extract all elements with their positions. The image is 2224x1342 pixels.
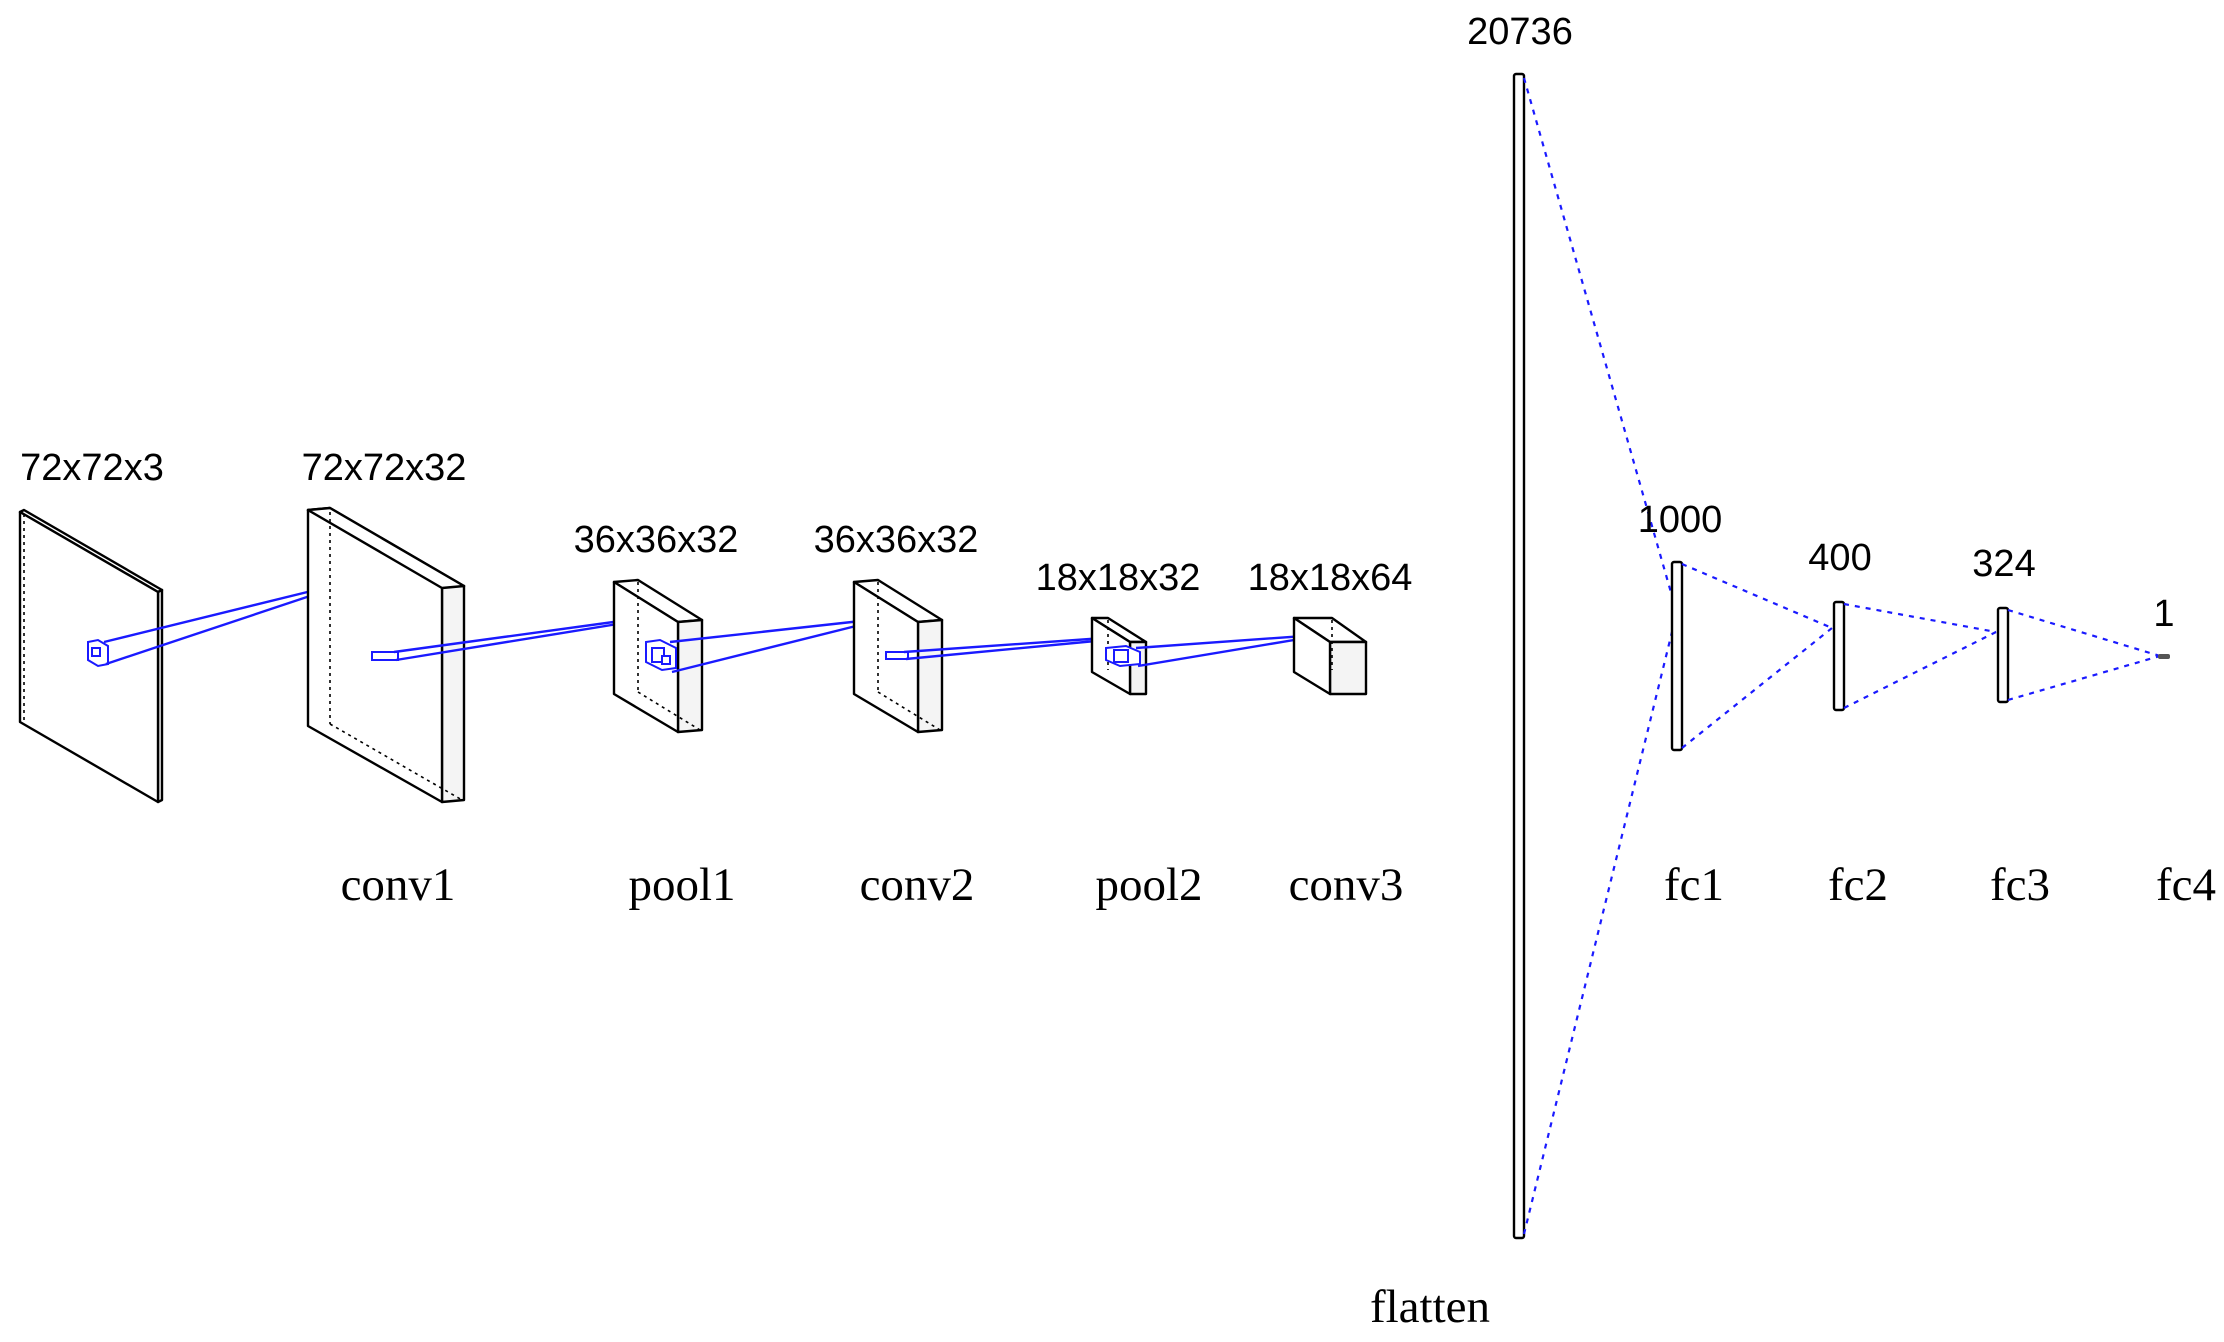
conv1-to-pool1-projection xyxy=(393,618,631,662)
fc2-to-fc3-connections xyxy=(1843,602,1997,709)
input-to-conv1-projection xyxy=(103,582,341,666)
input-kernel xyxy=(87,638,109,668)
conv1-kernel xyxy=(371,651,399,661)
flatten-bar xyxy=(1512,72,1526,1240)
fc3-to-fc4-connections xyxy=(2007,608,2161,702)
layer-name-fc1: fc1 xyxy=(1664,859,1724,911)
layer-name-conv1: conv1 xyxy=(341,859,456,911)
pool1-kernel xyxy=(645,638,677,672)
size-label-conv1: 72x72x32 xyxy=(302,447,467,489)
fc3-bar xyxy=(1996,606,2010,704)
layer-name-pool2: pool2 xyxy=(1095,859,1202,911)
size-label-fc2: 400 xyxy=(1808,537,1871,579)
conv2-kernel xyxy=(885,651,909,660)
layer-name-flatten: flatten xyxy=(1370,1281,1490,1333)
pool2-kernel xyxy=(1105,644,1141,668)
size-label-fc3: 324 xyxy=(1972,543,2035,585)
layer-name-fc2: fc2 xyxy=(1828,859,1888,911)
size-label-pool1: 36x36x32 xyxy=(574,519,739,561)
pool1-to-conv2-projection xyxy=(669,618,873,674)
size-label-conv3: 18x18x64 xyxy=(1248,557,1413,599)
layer-name-pool1: pool1 xyxy=(628,859,735,911)
layer-name-conv2: conv2 xyxy=(860,859,975,911)
fc4-node xyxy=(2158,654,2170,659)
fc1-to-fc2-connections xyxy=(1681,562,1833,749)
size-label-pool2: 18x18x32 xyxy=(1036,557,1201,599)
fc2-bar xyxy=(1832,600,1846,712)
size-label-flatten: 20736 xyxy=(1467,11,1573,53)
layer-name-conv3: conv3 xyxy=(1289,859,1404,911)
pool2-to-conv3-projection xyxy=(1135,634,1307,668)
layer-name-fc4: fc4 xyxy=(2156,859,2216,911)
size-label-input: 72x72x3 xyxy=(20,447,164,489)
size-label-conv2: 36x36x32 xyxy=(814,519,979,561)
fc1-bar xyxy=(1670,560,1684,752)
conv2-to-pool2-projection xyxy=(903,636,1107,661)
conv3-block xyxy=(1292,616,1368,696)
size-label-fc1: 1000 xyxy=(1638,499,1723,541)
flatten-to-fc1-connections xyxy=(1522,77,1674,1235)
size-label-fc4: 1 xyxy=(2153,593,2174,635)
layer-name-fc3: fc3 xyxy=(1990,859,2050,911)
